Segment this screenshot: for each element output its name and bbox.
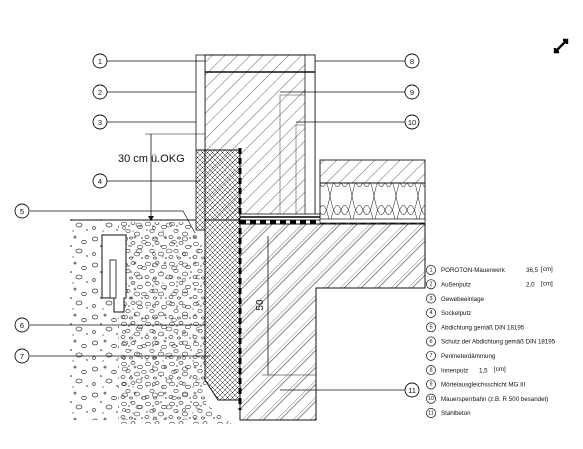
leader-lines: [30, 60, 405, 391]
legend-text: POROTON-Mauerwerk: [441, 267, 506, 274]
legend-number: 1: [429, 267, 432, 273]
legend-number: 9: [429, 382, 432, 388]
callout-10: 10: [404, 114, 420, 130]
dimension-30cm-label: 30 cm ü.OKG: [118, 153, 185, 165]
legend-item: 11 Stahlbeton: [426, 408, 471, 418]
callout-number: 3: [98, 118, 102, 127]
legend-item: 8 Innenputz 1,5 [cm]: [426, 365, 506, 376]
legend-item: 2 Außenputz 2,0 [cm]: [426, 279, 553, 290]
socle-plaster: [195, 149, 206, 231]
legend-number: 4: [429, 310, 432, 316]
dimension-50-label: 50: [255, 299, 266, 311]
foundation-concrete: [239, 223, 426, 421]
legend-item: 6 Schutz der Abdichtung gemäß DIN 18195: [426, 336, 556, 347]
callout-number: 6: [20, 321, 24, 330]
legend-number: 5: [429, 325, 432, 331]
callout-number: 8: [410, 57, 414, 66]
callout-11: 11: [404, 382, 420, 398]
callout-8: 8: [404, 53, 420, 69]
legend-text: Perimeterdämmung: [441, 353, 496, 360]
legend-number: 11: [428, 410, 434, 416]
legend-item: 1 POROTON-Mauerwerk 36,5[cm]: [426, 265, 553, 275]
legend-number: 8: [429, 367, 432, 373]
gravel-fill: [118, 222, 232, 424]
legend-unit: [cm]: [494, 366, 506, 373]
inner-plaster: [304, 54, 316, 221]
callout-number: 1: [98, 57, 102, 66]
legend-number: 7: [429, 353, 432, 359]
legend-item: 4 Sockelputz: [426, 307, 471, 318]
callout-number: 10: [408, 118, 416, 127]
callout-number: 9: [410, 88, 414, 97]
legend-unit: [cm]: [541, 280, 553, 287]
callout-5: 5: [14, 203, 30, 219]
legend-value: 36,5: [526, 267, 539, 274]
legend-text: Gewebeeinlage: [441, 296, 485, 303]
callout-6: 6: [14, 317, 30, 333]
legend-number: 6: [429, 339, 432, 345]
legend-unit: [cm]: [541, 266, 553, 273]
callout-2: 2: [92, 84, 108, 100]
legend-text: Stahlbeton: [441, 410, 471, 417]
legend-number: 10: [428, 396, 434, 402]
callout-4: 4: [92, 173, 108, 189]
legend-text: Innenputz: [441, 367, 468, 374]
callout-number: 4: [98, 177, 102, 186]
perimeter-insulation: [204, 149, 241, 401]
legend-item: 5 Abdichtung gemäß DIN 18195: [426, 322, 525, 333]
floor-insulation: [319, 182, 426, 221]
legend-text: Mörtelausgleichsschicht MG III: [441, 382, 526, 389]
callout-number: 7: [20, 352, 24, 361]
legend-item: 7 Perimeterdämmung: [426, 350, 496, 361]
legend-number: 3: [429, 296, 432, 302]
exterior-plaster: [195, 54, 206, 151]
callout-9: 9: [404, 84, 420, 100]
legend-item: 9 Mörtelausgleichsschicht MG III: [426, 379, 526, 390]
callout-number: 11: [408, 386, 416, 395]
floor-screed: [319, 159, 426, 184]
legend-number: 2: [429, 282, 432, 288]
callout-3: 3: [92, 114, 108, 130]
callout-markers: 1 2 3 4 5 6 7 8 9 10 11: [14, 53, 420, 398]
callout-1: 1: [92, 53, 108, 69]
legend-value: 1,5: [479, 367, 488, 374]
legend-text: Schutz der Abdichtung gemäß DIN 18195: [441, 339, 556, 346]
legend-item: 10 Mauersperrbahn (z.B. R 500 besandet): [426, 393, 548, 404]
legend-text: Mauersperrbahn (z.B. R 500 besandet): [441, 396, 548, 403]
legend-item: 3 Gewebeeinlage: [426, 293, 485, 304]
callout-number: 2: [98, 88, 102, 97]
legend-text: Sockelputz: [441, 310, 471, 317]
legend-text: Abdichtung gemäß DIN 18195: [441, 324, 525, 331]
legend-text: Außenputz: [441, 282, 471, 289]
expand-arrows-icon[interactable]: [547, 32, 575, 60]
legend-value: 2,0: [526, 282, 535, 289]
callout-number: 5: [20, 207, 24, 216]
callout-7: 7: [14, 348, 30, 364]
